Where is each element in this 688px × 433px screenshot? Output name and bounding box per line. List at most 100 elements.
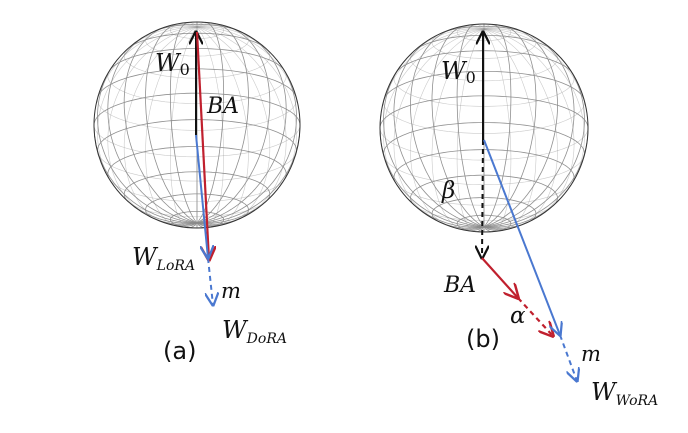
sphere-grid-line <box>187 21 224 156</box>
w0-label-b: W0 <box>441 57 476 87</box>
m-label-a: m <box>221 279 241 303</box>
panel-a: W0 BA WLoRA m WDoRA (a) <box>93 21 301 365</box>
wlora-vector-a <box>195 134 208 258</box>
sphere-grid-line <box>436 111 575 229</box>
sphere-grid-line <box>383 99 585 134</box>
sphere-grid-line <box>383 122 484 156</box>
ba-vector-a <box>195 31 209 260</box>
sphere-grid-line <box>166 24 271 148</box>
wlora-label-a: WLoRA <box>132 243 195 274</box>
sphere-grid-line <box>196 146 287 180</box>
sphere-grid-line <box>453 26 558 151</box>
sphere-grid-line <box>224 25 271 103</box>
sphere-grid-line <box>216 152 249 227</box>
sphere-grid-line <box>393 72 575 107</box>
ba-label-a: BA <box>206 94 239 119</box>
sphere-grid-line <box>128 32 198 49</box>
sphere-grid-line <box>431 25 504 232</box>
sphere-grid-line <box>465 100 537 232</box>
sphere-grid-line <box>383 28 561 199</box>
sphere-grid-line <box>410 28 515 230</box>
sphere-grid-line <box>464 24 537 156</box>
sphere-grid-line <box>410 26 513 229</box>
sphere-grid-line <box>97 68 197 97</box>
ba-vector-b <box>481 257 518 298</box>
m-label-b: m <box>581 342 601 366</box>
sphere-grid-line <box>484 122 585 157</box>
sphere-grid-line <box>150 109 287 225</box>
sphere-grid-line <box>123 26 228 226</box>
wwora-label-b: WWoRA <box>591 378 658 409</box>
sphere-grid-line <box>121 116 297 224</box>
sphere-grid-line <box>145 193 197 219</box>
panel-label-a: (a) <box>163 337 196 365</box>
m-vector-b <box>559 334 577 381</box>
sphere-grid-line <box>379 126 589 161</box>
sphere-grid-line <box>493 159 512 232</box>
sphere-grid-line <box>97 119 198 153</box>
sphere-grid-line <box>431 24 503 231</box>
sphere-grid-line <box>393 149 485 182</box>
sphere-grid-line <box>197 68 297 99</box>
beta-label-b: β <box>441 178 455 204</box>
sphere-outline <box>93 21 301 229</box>
wwora-vector-b <box>483 139 560 335</box>
sphere-grid-line <box>393 36 535 229</box>
sphere-wireframe-a <box>93 21 301 229</box>
alpha-label-b: α <box>510 303 526 329</box>
panel-label-b: (b) <box>466 325 500 353</box>
sphere-grid-line <box>107 25 244 218</box>
sphere-grid-line <box>514 150 558 228</box>
sphere-grid-line <box>123 24 225 225</box>
sphere-grid-line <box>214 23 249 98</box>
sphere-grid-line <box>206 155 224 228</box>
sphere-grid-line <box>93 26 301 129</box>
sphere-grid-line <box>97 57 276 224</box>
sphere-grid-line <box>456 24 493 232</box>
sphere-grid-line <box>503 155 537 231</box>
sphere-grid-line <box>511 27 558 106</box>
sphere-grid-line <box>492 23 512 97</box>
sphere-grid-line <box>415 34 485 51</box>
sphere-grid-line <box>145 22 215 227</box>
ba-label-b: BA <box>443 273 476 298</box>
beta-vector-b <box>482 139 483 258</box>
sphere-grid-line <box>108 178 285 202</box>
sphere-grid-line <box>169 102 271 226</box>
wdora-label-a: WDoRA <box>222 316 287 347</box>
sphere-grid-line <box>407 119 585 228</box>
sphere-grid-line <box>93 123 301 158</box>
sphere-grid-line <box>118 26 297 134</box>
sphere-grid-line <box>246 140 287 216</box>
sphere-grid-line <box>383 59 564 228</box>
sphere-grid-line <box>109 48 197 71</box>
sphere-grid-line <box>431 197 484 223</box>
sphere-grid-line <box>379 28 589 132</box>
sphere-grid-line <box>393 27 532 221</box>
sphere-grid-line <box>456 24 494 233</box>
sphere-grid-line <box>196 119 297 154</box>
sphere-grid-line <box>107 70 287 104</box>
sphere-grid-line <box>93 92 197 124</box>
sphere-grid-line <box>169 22 207 229</box>
sphere-grid-line <box>97 96 297 131</box>
sphere-grid-line <box>483 149 575 184</box>
sphere-grid-line <box>383 155 585 185</box>
sphere-grid-line <box>379 95 484 127</box>
sphere-grid-line <box>484 95 589 130</box>
sphere-grid-line <box>97 26 273 196</box>
sphere-grid-line <box>455 105 558 230</box>
sphere-grid-line <box>107 34 247 225</box>
sphere-grid-line <box>404 28 585 137</box>
sphere-grid-line <box>484 71 585 101</box>
sphere-grid-line <box>413 204 553 222</box>
sphere-grid-line <box>205 21 225 95</box>
sphere-grid-line <box>395 50 485 74</box>
sphere-grid-line <box>484 174 558 207</box>
sphere-grid-line <box>383 71 484 100</box>
sphere-grid-line <box>474 23 512 159</box>
sphere-grid-line <box>501 25 537 101</box>
sphere-grid-line <box>147 25 287 141</box>
sphere-grid-line <box>433 27 575 145</box>
